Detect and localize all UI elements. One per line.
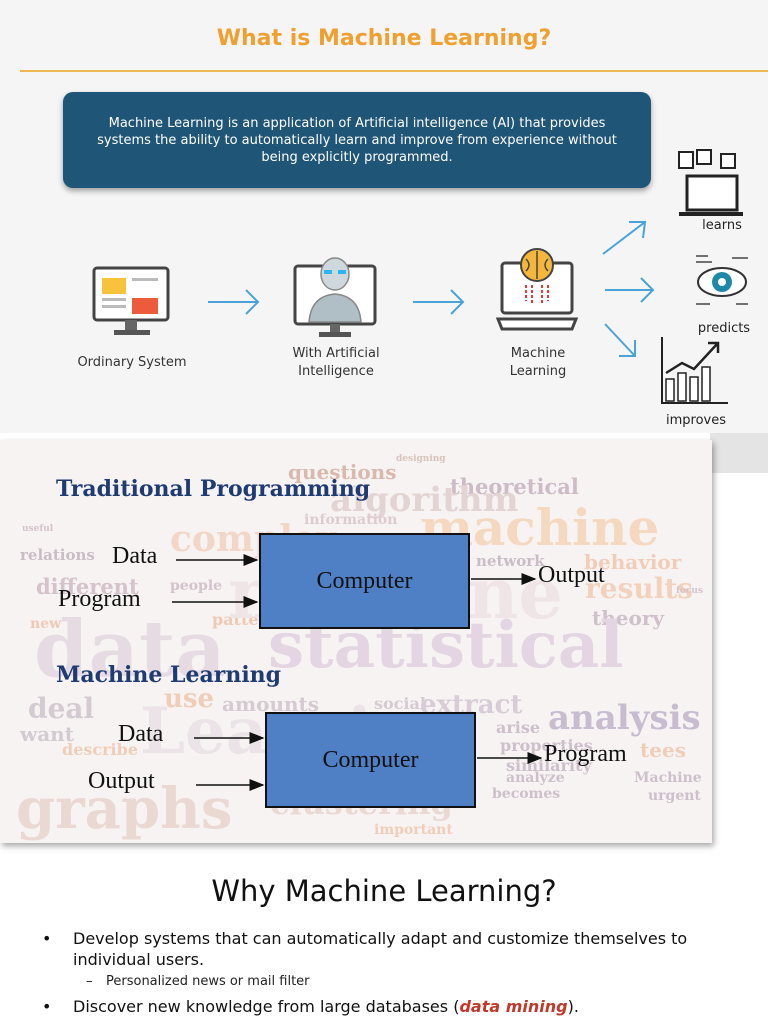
cloud-word: information <box>304 512 398 528</box>
title-divider <box>20 70 768 72</box>
traditional-heading: Traditional Programming <box>56 476 371 502</box>
brain-laptop-icon <box>496 248 579 331</box>
cloud-word: questions <box>288 460 397 484</box>
cloud-word: similarity <box>506 756 592 775</box>
trad-input-data: Data <box>112 543 158 569</box>
flow-arrows <box>172 554 543 791</box>
cloud-word: deal <box>28 692 95 725</box>
stage-label-ai: With Artificial Intelligence <box>292 346 380 379</box>
books-laptop-icon <box>678 149 743 216</box>
branch-arrows-icon <box>602 221 655 357</box>
trad-input-program: Program <box>58 586 141 612</box>
sub-bullet-personalized: Personalized news or mail filter <box>106 974 310 989</box>
gray-band <box>710 433 768 473</box>
stage-label-ordinary: Ordinary System <box>77 355 187 370</box>
ml-input-data: Data <box>118 721 164 747</box>
definition-box: Machine Learning is an application of Ar… <box>63 92 651 188</box>
bullet-discover: Discover new knowledge from large databa… <box>73 996 753 1017</box>
bullet-dot: • <box>42 929 52 948</box>
cloud-word: tees <box>640 738 686 762</box>
ml-computer-box: Computer <box>265 712 476 808</box>
section-title: What is Machine Learning? <box>216 26 552 51</box>
definition-text: Machine Learning is an application of Ar… <box>97 116 617 165</box>
cloud-word: properties <box>500 736 593 755</box>
bullet-discover-prefix: Discover new knowledge from large databa… <box>73 997 460 1016</box>
cloud-word: important <box>374 822 453 838</box>
data-mining-highlight: data mining <box>459 997 568 1016</box>
arrow-right-icon <box>413 289 465 315</box>
sub-bullet-dash: – <box>86 974 93 989</box>
cloud-word: relations <box>20 546 95 564</box>
cloud-word: theoretical <box>450 474 579 499</box>
cloud-word: arise <box>496 718 541 737</box>
cloud-word: Machine <box>634 770 702 786</box>
ml-heading: Machine Learning <box>56 662 282 688</box>
cloud-word: algorithm <box>330 480 519 520</box>
monitor-icon <box>92 266 170 335</box>
ml-input-output: Output <box>88 768 155 794</box>
trad-computer-box: Computer <box>259 533 470 629</box>
cloud-word: theory <box>592 606 665 630</box>
bullet-discover-suffix: ). <box>567 997 579 1016</box>
bullet-adapt: Develop systems that can automatically a… <box>73 929 688 969</box>
eye-target-icon <box>696 255 748 305</box>
outcome-label-learns: learns <box>702 218 742 233</box>
stage-label-ml: Machine Learning <box>509 346 567 379</box>
cloud-word: becomes <box>492 786 561 802</box>
cloud-word: network <box>476 552 545 570</box>
trad-output: Output <box>538 562 605 588</box>
outcome-label-predicts: predicts <box>697 321 751 336</box>
cloud-word: data <box>34 604 226 695</box>
cloud-word: different <box>36 574 139 599</box>
cloud-word: want <box>20 722 74 746</box>
cloud-word: describe <box>62 740 138 759</box>
cloud-word: analyze <box>506 770 565 786</box>
cloud-word: people <box>170 578 223 594</box>
growth-chart-icon <box>661 337 728 404</box>
cloud-word: behavior <box>584 550 682 574</box>
cloud-word: graphs <box>16 776 233 842</box>
cloud-word: useful <box>22 524 54 534</box>
robot-monitor-icon <box>293 257 377 337</box>
outcome-label-improves: improves <box>665 413 726 428</box>
cloud-word: new <box>30 616 62 632</box>
cloud-word: urgent <box>648 788 701 804</box>
bullet-dot: • <box>42 997 52 1016</box>
cloud-word: designing <box>396 454 446 464</box>
cloud-word: use <box>164 684 215 714</box>
cloud-word: analysis <box>548 698 701 738</box>
why-ml-title: Why Machine Learning? <box>211 874 557 908</box>
cloud-word: results <box>585 572 694 605</box>
cloud-word: focus <box>676 586 703 596</box>
comparison-panel: questions designing theoretical algorith… <box>0 440 712 843</box>
ml-intro-section <box>0 0 768 433</box>
arrow-right-icon <box>208 289 260 315</box>
cloud-word: social <box>374 694 426 713</box>
ml-output: Program <box>544 741 627 767</box>
